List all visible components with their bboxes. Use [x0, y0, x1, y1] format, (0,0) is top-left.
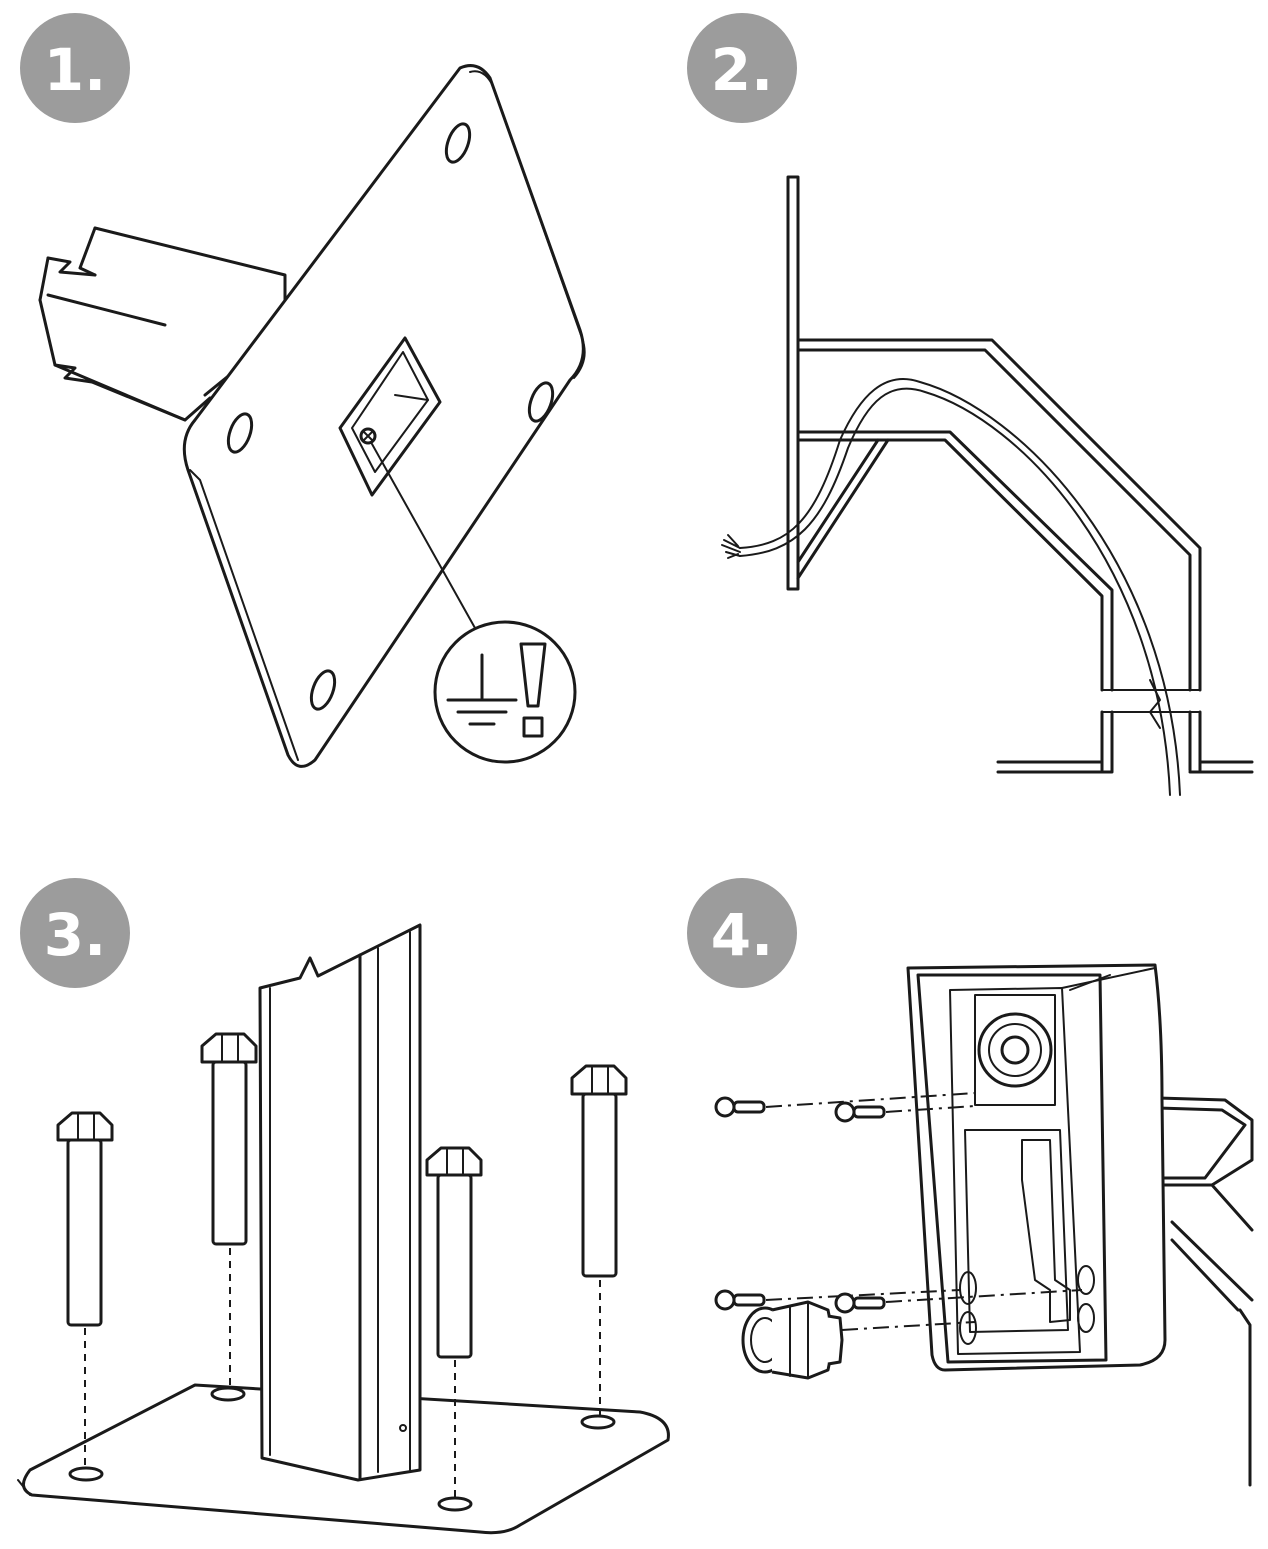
- plate-hole: [68, 1466, 104, 1482]
- base-plate-line: [996, 760, 1254, 774]
- screw: [714, 1092, 976, 1118]
- screw: [834, 1101, 976, 1123]
- mounting-hole: [444, 122, 472, 164]
- mounting-hole: [527, 381, 555, 423]
- ground-screw: [359, 427, 377, 445]
- bolt: [425, 1146, 483, 1500]
- cable-illustration: [721, 378, 1181, 796]
- cable-gland: [741, 1300, 976, 1380]
- step-number-4: 4.: [711, 901, 773, 969]
- plate-hole: [437, 1496, 473, 1512]
- panel-4-housing-assembly: [714, 963, 1254, 1487]
- plate-hole: [580, 1414, 616, 1430]
- step-number-1: 1.: [44, 36, 106, 104]
- step-number-3: 3.: [44, 901, 106, 969]
- ground-symbol-icon: [446, 653, 518, 726]
- step-number-2: 2.: [711, 36, 773, 104]
- step-badge-2: 2.: [687, 13, 797, 123]
- bolt: [56, 1111, 114, 1470]
- screw: [834, 1289, 1083, 1314]
- step-badge-1: 1.: [20, 13, 130, 123]
- panel-3-base-plate-bolts: [17, 923, 670, 1535]
- mounting-hole: [226, 412, 254, 454]
- bolt: [570, 1064, 628, 1418]
- plate-hole: [210, 1386, 246, 1402]
- step-badge-4: 4.: [687, 878, 797, 988]
- warning-exclamation-icon: [519, 642, 547, 738]
- camera-module: [974, 994, 1056, 1106]
- wall-plate: [786, 175, 800, 591]
- mounting-plate: [182, 64, 585, 768]
- cable-entry-holes: [959, 1265, 1095, 1345]
- square-post: [258, 923, 422, 1482]
- screw: [714, 1289, 961, 1311]
- step-badge-3: 3.: [20, 878, 130, 988]
- ground-warning-callout: [433, 620, 577, 764]
- bolt: [200, 1032, 258, 1390]
- panel-2-arm-bracket: [721, 175, 1254, 796]
- cable-opening: [338, 336, 442, 497]
- bracket-arm-section: [1156, 1096, 1254, 1487]
- device-housing: [906, 963, 1167, 1372]
- square-post-illustration: [38, 226, 287, 422]
- bracket-arm: [796, 338, 1202, 692]
- panel-1-mounting-plate: [38, 64, 586, 768]
- mounting-hole: [309, 669, 337, 711]
